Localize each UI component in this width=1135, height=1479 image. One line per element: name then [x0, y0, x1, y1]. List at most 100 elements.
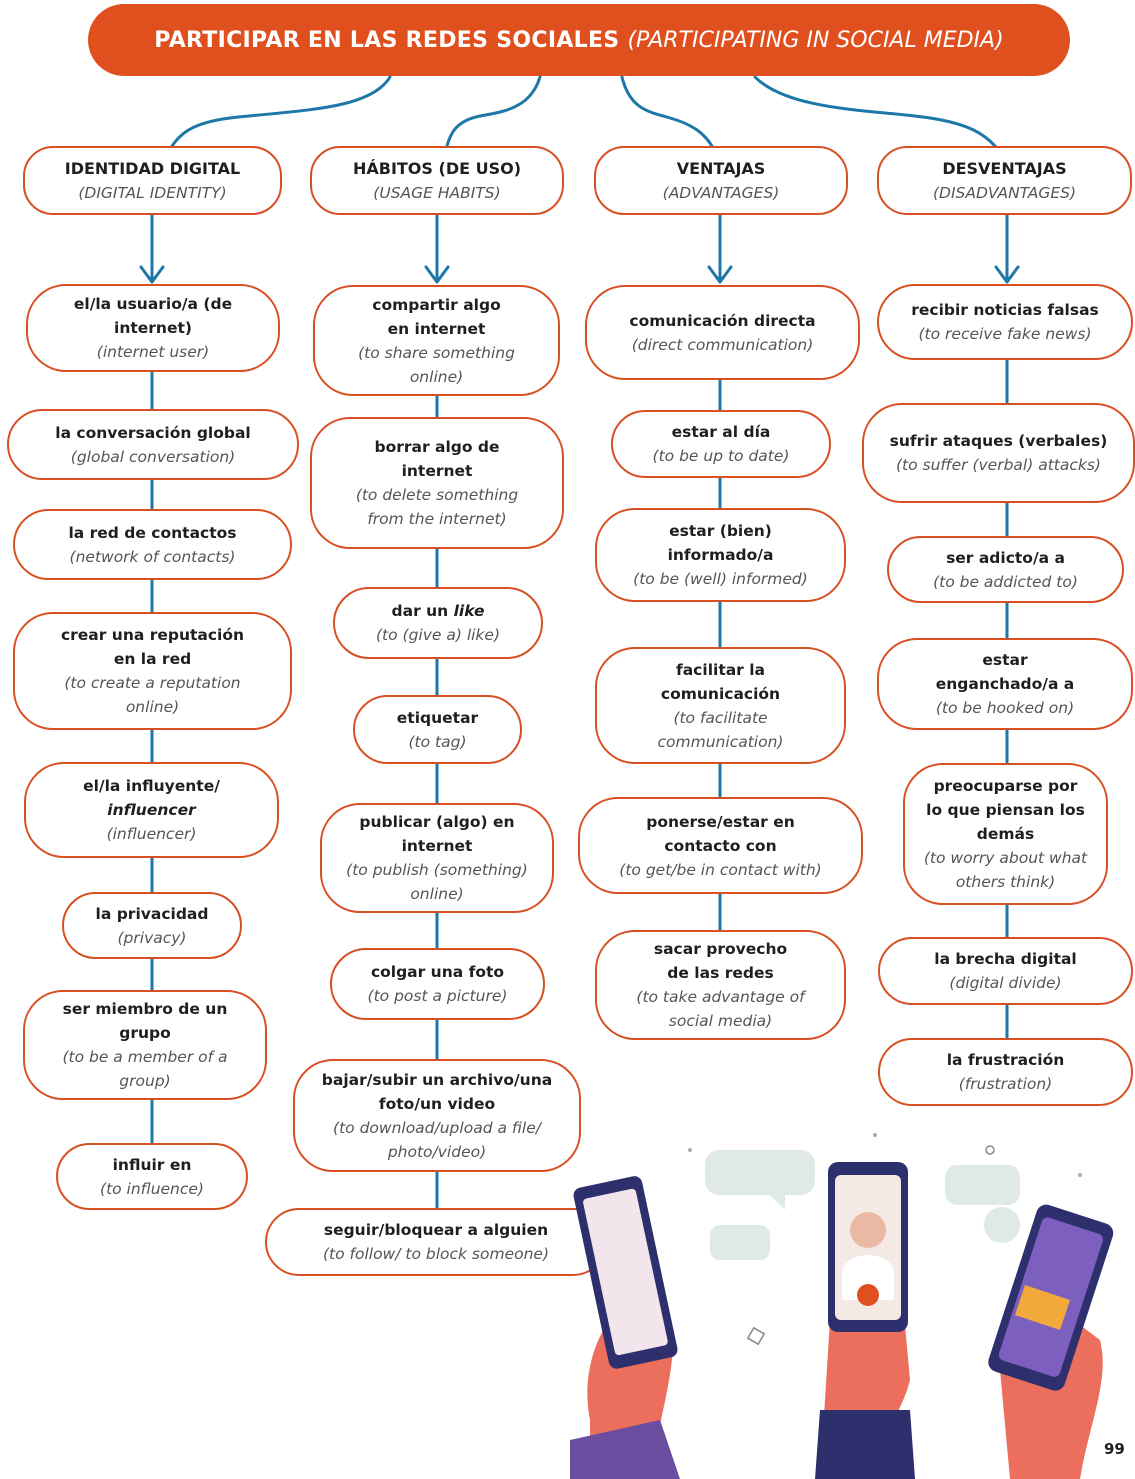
- header-label: IDENTIDAD DIGITAL: [64, 158, 241, 178]
- header-habitos: HÁBITOS (DE USO) (USAGE HABITS): [310, 146, 564, 215]
- term-es: crear una reputación en la red: [60, 626, 245, 668]
- term-card: el/la usuario/a (de internet) (internet …: [26, 284, 280, 372]
- term-card: bajar/subir un archivo/una foto/un video…: [293, 1059, 581, 1172]
- term-es-italic: influencer: [107, 801, 196, 819]
- term-card: estar al día (to be up to date): [611, 410, 831, 478]
- term-en: (to publish (something) online): [346, 861, 528, 903]
- term-en: (to be up to date): [652, 447, 790, 465]
- term-es: la red de contactos: [68, 523, 237, 542]
- term-es: preocuparse por lo que piensan los demás: [926, 777, 1085, 843]
- term-en: (direct communication): [631, 335, 814, 354]
- arrow-col2: [424, 213, 450, 284]
- term-es: el/la influyente/influencer: [83, 774, 220, 822]
- term-es: estar al día: [671, 423, 771, 441]
- chat-bubble-icon: [984, 1207, 1020, 1243]
- term-card: dar un like (to (give a) like): [333, 587, 543, 659]
- call-button-icon: [857, 1284, 879, 1306]
- title-english: (PARTICIPATING IN SOCIAL MEDIA): [627, 27, 1004, 53]
- term-en: (to be hooked on): [935, 699, 1075, 717]
- term-en: (global conversation): [70, 447, 236, 466]
- term-en: (influencer): [106, 825, 197, 843]
- term-en: (to (give a) like): [375, 626, 500, 644]
- term-card: estar enganchado/a a (to be hooked on): [877, 638, 1133, 730]
- term-en: (to influence): [100, 1179, 204, 1198]
- term-en: (network of contacts): [69, 547, 236, 566]
- term-en: (to be (well) informed): [633, 570, 808, 588]
- term-es: facilitar la comunicación: [660, 660, 781, 703]
- arrow-col1: [139, 213, 165, 284]
- term-card: etiquetar (to tag): [353, 695, 522, 764]
- term-en: (internet user): [96, 343, 210, 361]
- term-es: ser adicto/a a: [946, 548, 1065, 567]
- chat-bubble-icon: [710, 1225, 770, 1260]
- term-es: sacar provecho de las redes: [653, 940, 788, 982]
- term-es: ponerse/estar en contacto con: [646, 812, 795, 855]
- chat-bubble-icon: [705, 1150, 815, 1195]
- term-card: estar (bien) informado/a (to be (well) i…: [595, 508, 846, 602]
- sleeve-left: [570, 1420, 680, 1479]
- term-en: (to be a member of a group): [62, 1048, 228, 1090]
- term-es: recibir noticias falsas: [911, 301, 1099, 319]
- term-es: la frustración: [946, 1051, 1065, 1069]
- term-card: el/la influyente/influencer (influencer): [24, 762, 279, 858]
- arrow-col3: [707, 213, 733, 284]
- term-card: la conversación global (global conversat…: [7, 409, 299, 480]
- term-en: (to follow/ to block someone): [322, 1245, 550, 1263]
- term-es: etiquetar: [396, 708, 479, 727]
- term-card: facilitar la comunicación (to facilitate…: [595, 647, 846, 764]
- term-card: ser miembro de un grupo (to be a member …: [23, 990, 267, 1100]
- header-label: DESVENTAJAS: [942, 158, 1067, 178]
- arrow-col4: [994, 213, 1020, 284]
- header-label: HÁBITOS (DE USO): [352, 158, 522, 178]
- term-es: compartir algo en internet: [372, 295, 501, 338]
- connector-title-col3: [620, 75, 714, 148]
- term-en: (to get/be in contact with): [619, 860, 822, 879]
- term-es: influir en: [112, 1155, 192, 1174]
- term-en: (to worry about what others think): [923, 849, 1088, 891]
- term-card: recibir noticias falsas (to receive fake…: [877, 284, 1133, 360]
- term-card: colgar una foto (to post a picture): [330, 948, 545, 1020]
- term-es: la privacidad: [95, 904, 209, 923]
- term-card: la privacidad (privacy): [62, 892, 242, 959]
- term-en: (frustration): [958, 1075, 1053, 1093]
- term-card: ponerse/estar en contacto con (to get/be…: [578, 797, 863, 894]
- term-en: (to tag): [408, 732, 467, 751]
- term-en: (privacy): [117, 928, 187, 947]
- term-card: la red de contactos (network of contacts…: [13, 509, 292, 580]
- term-card: la frustración (frustration): [878, 1038, 1133, 1106]
- term-es: sufrir ataques (verbales): [889, 432, 1108, 450]
- term-card: sacar provecho de las redes (to take adv…: [595, 930, 846, 1040]
- avatar: [850, 1212, 886, 1248]
- term-en: (to take advantage of social media): [636, 988, 805, 1030]
- term-en: (to delete something from the internet): [355, 486, 519, 528]
- term-es: el/la usuario/a (de internet): [73, 295, 233, 337]
- envelope-icon: [1015, 1285, 1070, 1330]
- term-es: la brecha digital: [934, 950, 1077, 968]
- phones-illustration: [570, 1133, 1114, 1479]
- term-en: (to download/upload a file/ photo/video): [333, 1118, 541, 1161]
- term-en: (to post a picture): [367, 987, 508, 1005]
- sleeve-middle: [815, 1410, 915, 1479]
- term-es: estar (bien) informado/a: [667, 522, 774, 564]
- term-es: comunicación directa: [629, 311, 816, 330]
- term-es: borrar algo de internet: [374, 438, 500, 480]
- connector-title-col2: [445, 75, 542, 148]
- chat-bubble-tail: [770, 1195, 785, 1210]
- term-card: influir en (to influence): [56, 1143, 248, 1210]
- term-card: la brecha digital (digital divide): [878, 937, 1133, 1005]
- term-es: colgar una foto: [370, 963, 505, 981]
- term-en: (digital divide): [949, 974, 1062, 992]
- term-card: crear una reputación en la red (to creat…: [13, 612, 292, 730]
- chat-bubble-icon: [945, 1165, 1020, 1205]
- header-label: VENTAJAS: [676, 158, 766, 178]
- header-translation: (DIGITAL IDENTITY): [78, 183, 227, 202]
- term-en: (to receive fake news): [918, 325, 1092, 343]
- term-es-text: dar un: [391, 602, 454, 620]
- term-es: la conversación global: [55, 423, 251, 442]
- header-translation: (DISADVANTAGES): [932, 183, 1077, 202]
- term-card: publicar (algo) en internet (to publish …: [320, 803, 554, 913]
- term-card: ser adicto/a a (to be addicted to): [887, 536, 1124, 603]
- term-en: (to share something online): [358, 343, 515, 386]
- connector-title-col1: [170, 75, 392, 148]
- term-es: estar enganchado/a a: [935, 651, 1075, 693]
